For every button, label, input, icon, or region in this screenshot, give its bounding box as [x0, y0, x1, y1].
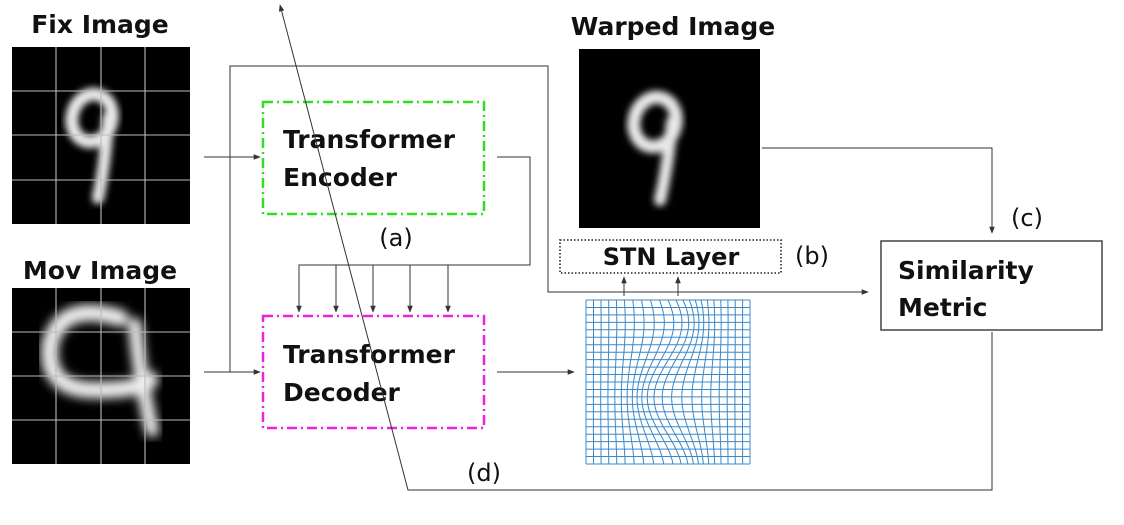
arrow-fix-to-similarity — [229, 65, 869, 372]
mark-b: (b) — [795, 242, 829, 270]
mov-image — [12, 288, 190, 464]
fix-image-title: Fix Image — [31, 10, 169, 39]
encoder-label-line2: Encoder — [283, 163, 398, 192]
stn-layer-box: STN Layer — [559, 239, 782, 274]
fix-image — [12, 47, 190, 224]
mark-d: (d) — [467, 459, 501, 487]
deformation-grid — [585, 299, 751, 465]
arrow-warped-to-similarity — [762, 147, 995, 234]
decoder-label-line2: Decoder — [283, 378, 401, 407]
arrow-encoder-to-decoder — [296, 156, 531, 313]
warped-image-title: Warped Image — [571, 12, 775, 41]
mark-a: (a) — [379, 224, 412, 252]
transformer-decoder-box: Transformer Decoder — [261, 314, 486, 430]
arrow-feedback-loop — [278, 4, 993, 491]
connectors — [204, 4, 995, 491]
similarity-label-line2: Metric — [898, 293, 988, 322]
similarity-metric-box: Similarity Metric — [880, 240, 1103, 331]
encoder-label-line1: Transformer — [283, 125, 456, 154]
stn-layer-label: STN Layer — [603, 243, 740, 271]
similarity-label-line1: Similarity — [898, 256, 1034, 285]
transformer-encoder-box: Transformer Encoder — [261, 100, 486, 216]
mov-image-title: Mov Image — [23, 256, 177, 285]
mark-c: (c) — [1011, 204, 1043, 232]
warped-image — [579, 49, 760, 228]
